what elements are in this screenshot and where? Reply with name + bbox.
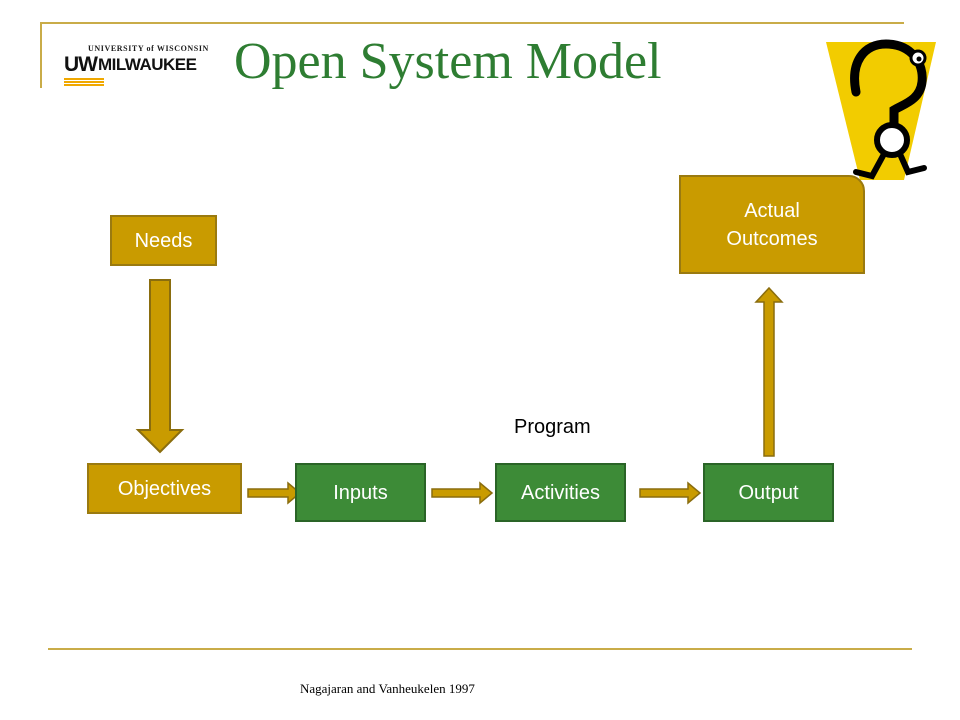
arrow-needs-to-objectives [135, 279, 185, 454]
node-outcomes-line1: Actual [744, 199, 800, 222]
node-actual-outcomes: Actual Outcomes [679, 175, 865, 274]
node-needs-label: Needs [134, 229, 193, 252]
arrow-output-to-outcomes [754, 286, 784, 457]
arrow-objectives-to-inputs [247, 481, 302, 505]
logo-top-line: UNIVERSITY of WISCONSIN [88, 44, 209, 53]
top-rule [40, 22, 904, 24]
citation: Nagajaran and Vanheukelen 1997 [300, 681, 475, 696]
arrow-inputs-to-activities [431, 481, 494, 505]
node-output-label: Output [738, 481, 799, 504]
mascot-body [874, 122, 910, 158]
mascot-leg-right [897, 151, 927, 176]
arrow-activities-to-output [639, 481, 702, 505]
university-logo: UNIVERSITY of WISCONSIN UW MILWAUKEE [62, 44, 208, 90]
logo-stripes [64, 78, 104, 86]
slide-title: Open System Model [234, 33, 662, 90]
bottom-rule [48, 648, 912, 650]
node-outcomes-line2: Outcomes [726, 227, 818, 250]
node-needs: Needs [110, 215, 217, 266]
mascot-eye-pupil [916, 56, 922, 62]
node-objectives-label: Objectives [117, 477, 212, 500]
node-objectives: Objectives [87, 463, 242, 514]
node-inputs: Inputs [295, 463, 426, 522]
node-activities: Activities [495, 463, 626, 522]
mascot-leg-left [853, 151, 887, 180]
logo-main: MILWAUKEE [98, 55, 197, 74]
question-mark-figure-icon [826, 39, 936, 180]
left-rule [40, 22, 42, 88]
node-output: Output [703, 463, 834, 522]
program-label: Program [514, 416, 591, 438]
logo-mark: UW [64, 53, 98, 76]
node-inputs-label: Inputs [333, 481, 388, 504]
node-activities-label: Activities [521, 481, 600, 504]
